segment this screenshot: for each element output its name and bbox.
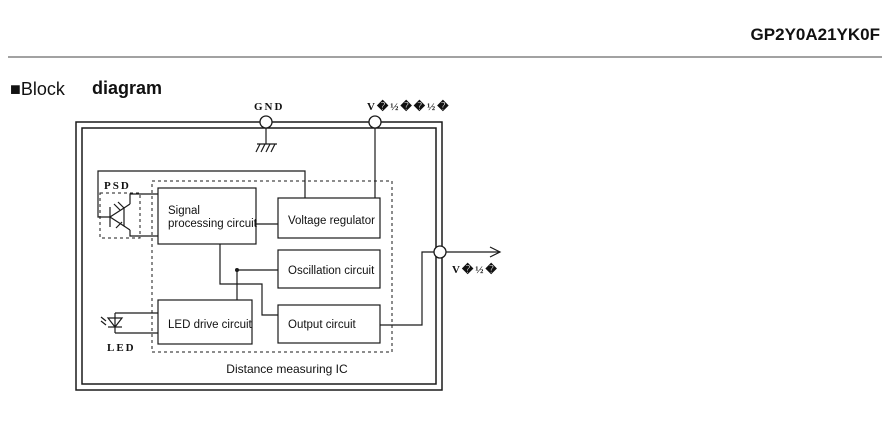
signal-processing-label-line1: Signal (168, 205, 200, 217)
vout-pin-label: V�½� (452, 262, 499, 276)
output-block (277, 304, 381, 344)
output-wire (380, 251, 434, 326)
photodiode-icon (108, 201, 131, 231)
oscillation-label: Oscillation circuit (288, 265, 375, 277)
signal-to-output-wire (219, 244, 278, 316)
psd-label: PSD (104, 180, 131, 192)
led-drive-label: LED drive circuit (168, 319, 253, 331)
block-diagram: GND V�½��½� Distance measuring IC PSD (75, 99, 502, 391)
signal-processing-label-line2: processing circuit (168, 218, 258, 230)
gnd-pin-label: GND (254, 101, 284, 113)
junction-dot (235, 268, 239, 272)
vcc-pin-label: V�½��½� (367, 99, 451, 113)
psd-boundary (99, 192, 141, 239)
psd-signal-wire-b (129, 230, 158, 237)
output-label: Output circuit (288, 319, 357, 331)
part-number: GP2Y0A21YK0F (751, 25, 880, 44)
vcc-terminal (368, 115, 382, 129)
section-bullet-label: ■Block (10, 79, 66, 99)
vout-terminal (433, 245, 447, 259)
oscillation-block (277, 249, 381, 289)
led-icon (100, 313, 124, 333)
ground-icon (255, 143, 277, 153)
section-title: diagram (92, 78, 162, 98)
signal-processing-block (157, 187, 257, 245)
psd-supply-wire (97, 170, 306, 218)
led-label: LED (107, 342, 136, 354)
led-drive-block (157, 299, 253, 345)
ic-boundary (151, 180, 393, 353)
arrow-right-icon (446, 246, 502, 258)
psd-signal-wire-a (129, 193, 158, 204)
gnd-terminal (259, 115, 273, 129)
voltage-regulator-label: Voltage regulator (288, 215, 375, 227)
voltage-regulator-block (277, 197, 381, 239)
ic-label: Distance measuring IC (226, 362, 348, 376)
